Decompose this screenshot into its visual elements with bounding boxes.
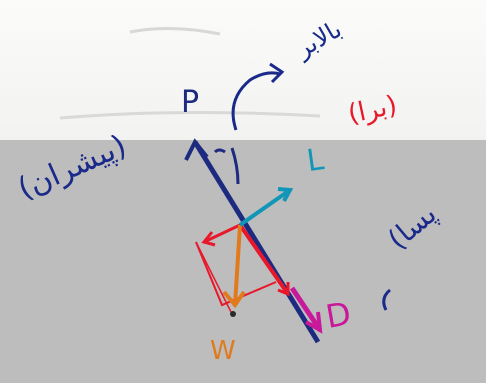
red-construction-line: [195, 241, 233, 315]
ghost-stroke: [59, 110, 321, 120]
weight-arrowhead: [222, 290, 246, 309]
red-component-left-head: [201, 231, 216, 247]
ghost-stroke: [129, 26, 221, 36]
paper-white-area: [0, 0, 486, 145]
thrust-label: P: [181, 85, 200, 120]
red-component-left: [203, 223, 241, 244]
paper-shadowed-area: [0, 140, 486, 383]
tick-mark: [213, 148, 226, 154]
red-construction-lines: [195, 241, 277, 307]
weight-point: [230, 311, 236, 317]
curved-annotation-arrowhead: [269, 62, 285, 84]
paren-mark: [382, 288, 391, 311]
thrust-arrowhead: [184, 138, 209, 161]
weight-label: W: [210, 336, 236, 366]
thrust-drag-line: [192, 140, 321, 344]
bracket-mark: [230, 147, 240, 185]
red-component-diagonal: [238, 223, 290, 296]
weight-arrow-line: [233, 224, 242, 306]
curved-annotation-arrow: [231, 71, 281, 131]
lift-arrowhead: [277, 187, 294, 202]
lift-arrow-line: [238, 188, 292, 227]
red-component-diagonal-head: [277, 282, 290, 297]
drag-arrowhead: [305, 311, 323, 334]
drag-arrow-line: [289, 286, 323, 332]
